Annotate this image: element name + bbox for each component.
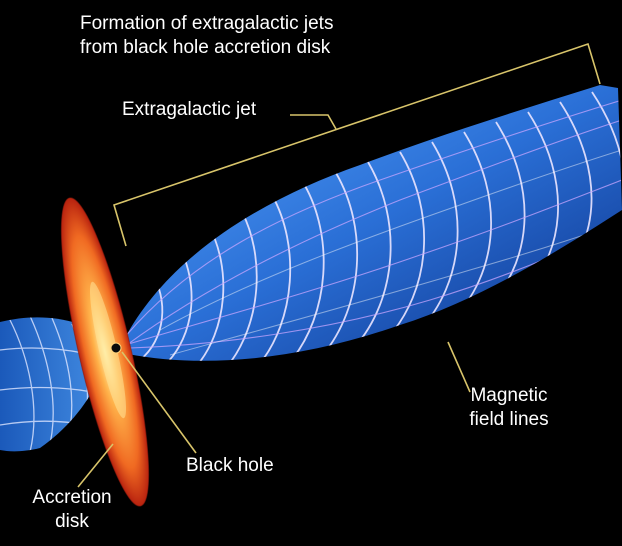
- magnetic-field-lines: [119, 91, 622, 361]
- magnetic-label-line-1: Magnetic: [470, 385, 548, 406]
- extragalactic-jet-body: [118, 85, 622, 361]
- black-hole-marker: [110, 342, 122, 354]
- magnetic-field-lines-label: Magnetic field lines: [460, 384, 558, 432]
- magnetic-label-line-2: field lines: [469, 409, 549, 430]
- accretion-disk: [60, 197, 150, 507]
- accretion-disk-label-line-1: Accretion: [32, 487, 112, 508]
- jet-leader-line: [290, 114, 337, 130]
- accretion-disk-label: Accretion disk: [26, 486, 118, 534]
- diagram-title: Formation of extragalactic jets from bla…: [80, 12, 420, 60]
- black-hole-leader-line: [121, 351, 197, 454]
- black-hole-label: Black hole: [186, 455, 274, 476]
- title-line-1: Formation of extragalactic jets: [80, 13, 334, 34]
- jet-bracket: [113, 42, 601, 247]
- extragalactic-jet-label: Extragalactic jet: [122, 99, 257, 120]
- accretion-disk-label-line-2: disk: [55, 511, 89, 532]
- magnetic-leader-line: [447, 341, 471, 393]
- accretion-disk-leader-line: [77, 443, 114, 488]
- title-line-2: from black hole accretion disk: [80, 37, 331, 58]
